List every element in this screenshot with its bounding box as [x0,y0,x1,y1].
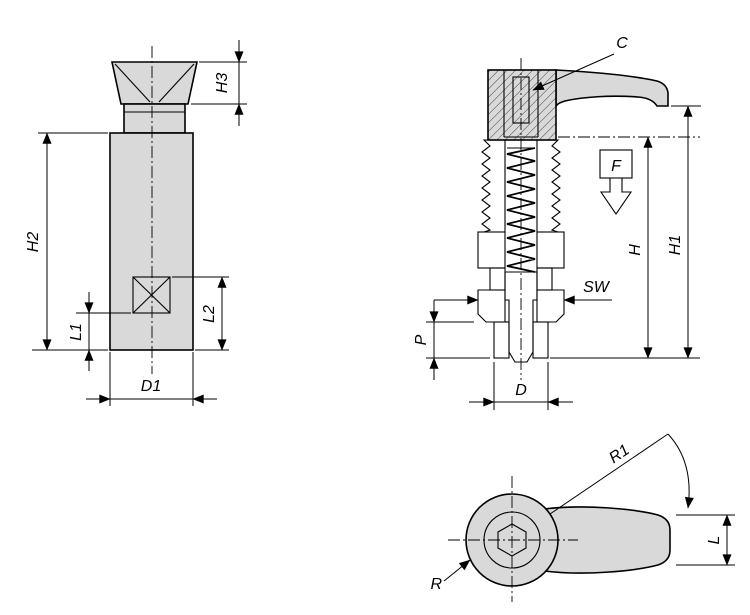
dim-label-d: D [515,382,527,399]
dim-label-l: L [706,536,723,545]
dim-r1: R1 [549,433,694,515]
hex-flange-left [477,289,506,323]
dim-sw: SW [434,279,612,305]
neck-wall-right [536,267,553,291]
dim-h2: H2 [25,132,108,351]
threaded-wall-right [536,139,561,233]
dim-label-r1: R1 [606,442,632,468]
threaded-wall-left [481,139,506,233]
dim-label-r: R [430,576,442,593]
hex-flange-right [536,289,565,323]
dim-h: H [550,136,700,359]
force-down-arrow-icon [599,177,633,215]
knob-cone-line-left [114,63,151,103]
dim-label-h2: H2 [25,232,42,253]
dim-d: D [469,362,573,410]
dim-l2: L2 [172,276,229,351]
dim-label-l2: L2 [201,305,218,323]
dim-p: P [413,300,490,380]
dim-l1: L1 [68,292,131,371]
radius-reference-line [549,433,669,515]
dim-r: R [430,559,471,593]
dim-l: L [676,514,735,566]
bottom-sleeve-left [493,321,510,359]
dim-label-h: H [627,244,644,256]
bottom-sleeve-right [532,321,549,359]
dim-label-p: P [413,334,430,345]
knob-head [111,61,198,105]
plunger-pin [504,271,538,363]
callout-c: C [532,35,628,91]
radius-arc-arrow [667,433,694,509]
neck [123,103,186,134]
cross-pin-marker-box [132,276,171,314]
dim-h1: H1 [667,105,701,359]
dim-label-d1: D1 [141,378,161,395]
lever-handle-section [555,69,669,109]
lever-handle-top [543,506,671,574]
side-view: H3 H2 L1 L2 [25,40,247,406]
collar-wall-right [536,231,565,269]
neck-wall-left [489,267,506,291]
label-c: C [616,35,628,52]
radius-arrow [443,559,471,582]
dim-label-h1: H1 [667,235,684,255]
dim-label-h3: H3 [214,73,231,94]
leader-line [532,53,615,91]
force-label: F [611,158,622,175]
spring-coil [506,147,536,273]
cross-pin-diagonal-2 [132,276,171,314]
dim-label-sw: SW [583,279,611,296]
dim-h3: H3 [191,40,247,126]
cylinder-body [109,132,194,351]
knob-cone-line-right [158,63,195,103]
dim-d1: D1 [86,352,217,406]
lever-top-view: R1 R L [430,433,735,602]
collar-wall-left [477,231,506,269]
lever-hub-section [487,69,557,141]
dim-label-l1: L1 [68,323,85,341]
force-symbol-f: F [599,149,633,215]
section-view: C F H H1 SW [413,35,701,410]
